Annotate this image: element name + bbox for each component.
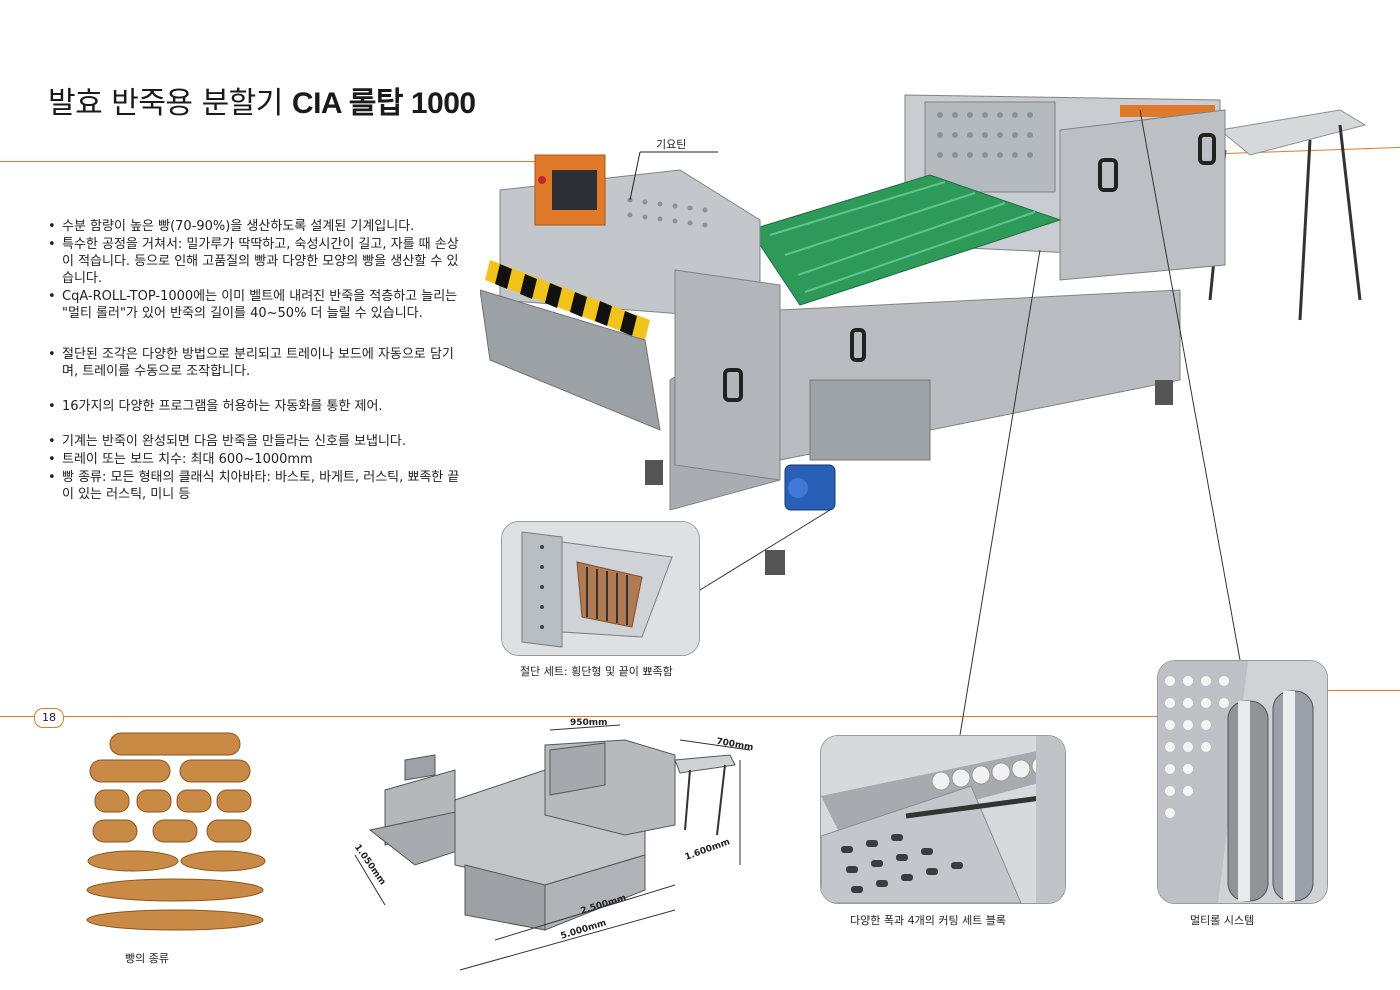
main-machine-photo (480, 94, 1367, 575)
dimension-drawing (354, 724, 751, 971)
section-rule-right (1325, 690, 1400, 691)
cutting-set-photo (501, 521, 700, 656)
feature-item: 절단된 조각은 다양한 방법으로 분리되고 트레이나 보드에 자동으로 담기며,… (46, 346, 466, 380)
title-product-name: CIA 롤탑 1000 (291, 87, 476, 120)
multi-roll-caption: 멀티롤 시스템 (1190, 914, 1255, 927)
page-number: 18 (34, 708, 64, 728)
bread-types-caption: 빵의 종류 (125, 952, 169, 965)
cutting-set-caption: 절단 세트: 횡단형 및 끝이 뾰족함 (520, 665, 673, 678)
section-rule (0, 716, 1160, 717)
feature-list: 수분 함량이 높은 빵(70-90%)을 생산하도록 설계된 기계입니다. 특수… (46, 218, 466, 503)
multi-roll-photo (1157, 660, 1328, 904)
cutting-block-caption: 다양한 폭과 4개의 커팅 세트 블록 (850, 914, 1007, 927)
feature-item: CqA-ROLL-TOP-1000에는 이미 벨트에 내려진 반죽을 적층하고 … (46, 288, 466, 322)
feature-item: 빵 종류: 모든 형태의 클래식 치아바타: 바스토, 바게트, 러스틱, 뾰족… (46, 469, 466, 503)
title-prefix: 발효 반죽용 분할기 (48, 86, 283, 121)
cutting-block-illustration (821, 736, 1065, 903)
feature-item: 16가지의 다양한 프로그램을 허용하는 자동화를 통한 제어. (46, 398, 466, 415)
feature-item: 트레이 또는 보드 치수: 최대 600~1000mm (46, 451, 466, 468)
cutting-block-photo (820, 735, 1066, 904)
feature-item: 기계는 반죽이 완성되면 다음 반죽을 만들라는 신호를 보냅니다. (46, 433, 466, 450)
bread-types-photo (86, 732, 266, 931)
multi-roll-illustration (1158, 661, 1327, 903)
guillotine-callout-label: 기요틴 (656, 138, 687, 151)
page-title: 발효 반죽용 분할기 CIA 롤탑 1000 (48, 78, 476, 122)
feature-item: 특수한 공정을 거쳐서: 밀가루가 딱딱하고, 숙성시간이 길고, 자를 때 손… (46, 236, 466, 287)
cutting-set-illustration (502, 522, 699, 655)
header-rule-left (0, 161, 540, 162)
feature-item: 수분 함량이 높은 빵(70-90%)을 생산하도록 설계된 기계입니다. (46, 218, 466, 235)
dim-width-top: 950mm (570, 718, 608, 728)
